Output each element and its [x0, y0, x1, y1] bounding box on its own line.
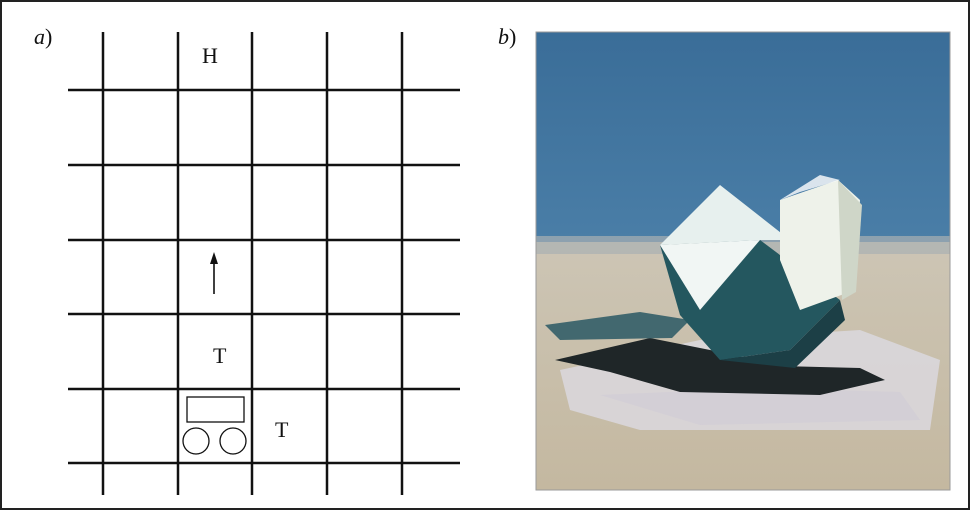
target-cell-label-right: T	[275, 417, 289, 442]
target-cell-label: T	[213, 343, 227, 368]
panel-a-label: a)	[34, 24, 53, 49]
scene-photo	[536, 32, 950, 490]
panel-b-label: b)	[498, 24, 517, 49]
home-cell-label: H	[202, 43, 218, 68]
grid-lines	[68, 32, 460, 495]
up-arrow-icon	[210, 252, 218, 294]
box-top-face	[660, 185, 790, 245]
box-shadow	[555, 338, 885, 395]
robot-cart-icon	[182, 396, 247, 455]
